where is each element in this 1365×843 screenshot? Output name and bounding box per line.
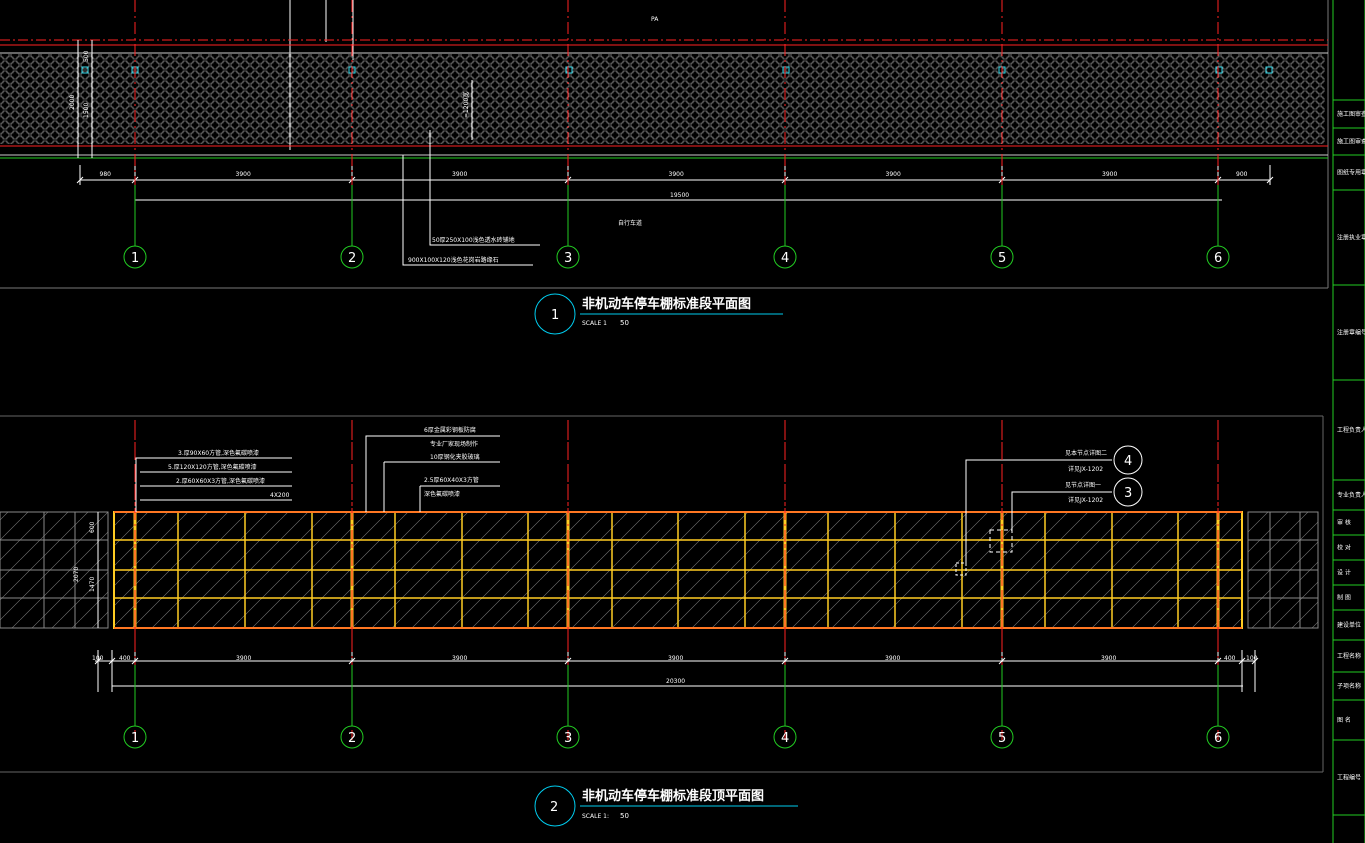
titleblock-label: 图纸专用章 xyxy=(1337,169,1365,177)
roof-dim: 100 xyxy=(92,655,104,662)
plan-dim: 3900 xyxy=(452,171,467,178)
roof-total-dim: 20300 xyxy=(666,678,685,685)
callout-3-num: 3 xyxy=(1124,486,1132,501)
roof-axis-label: 1 xyxy=(131,731,139,746)
titleblock-label: 设 计 xyxy=(1337,569,1351,577)
titleblock-label: 校 对 xyxy=(1337,544,1351,552)
roof-note-mid-3: 10厚钢化夹胶玻璃 xyxy=(430,453,480,461)
plan-axis-bubble xyxy=(556,245,580,269)
plan-axis-bubble xyxy=(990,245,1014,269)
titleblock-label: 审 核 xyxy=(1337,519,1351,527)
roof-axis-bubble xyxy=(556,725,580,749)
roof-note-mid-5: 深色氟碳喷漆 xyxy=(424,490,460,498)
plan-total-dim: 19500 xyxy=(670,192,689,199)
plan-dim: 3900 xyxy=(236,171,251,178)
titleblock-label: 子项名称 xyxy=(1337,682,1361,690)
roof-title-num: 2 xyxy=(550,800,558,815)
titleblock-label: 图 名 xyxy=(1337,716,1351,724)
plan-title-circle xyxy=(534,293,576,335)
plan-scale-label: SCALE 1 xyxy=(582,320,607,327)
plan-title: 非机动车停车棚标准段平面图 xyxy=(582,296,751,312)
plan-top-label: PA xyxy=(651,16,659,23)
plan-axis-bubble xyxy=(340,245,364,269)
roof-note-left-4: 4X200 xyxy=(270,492,290,499)
roof-dim: 3900 xyxy=(236,655,251,662)
plan-axis-bubble xyxy=(773,245,797,269)
roof-axis-bubble xyxy=(340,725,364,749)
plan-left-dim-1: 2000 xyxy=(69,95,76,110)
roof-dim: 400 xyxy=(119,655,131,662)
roof-note-mid-2: 专业厂家现场制作 xyxy=(430,440,478,448)
roof-note-mid-4: 2.5厚60X40X3方管 xyxy=(424,476,479,484)
titleblock-label: 建设单位 xyxy=(1337,621,1361,629)
roof-axis-bubble xyxy=(1206,725,1230,749)
plan-center-note: 自行车道 xyxy=(618,219,642,227)
plan-left-dim-2: 500 xyxy=(83,50,90,62)
roof-dim: 3900 xyxy=(885,655,900,662)
plan-axis-bubble xyxy=(123,245,147,269)
plan-axis-label: 2 xyxy=(348,251,356,266)
titleblock-label: 施工图审查 xyxy=(1337,110,1365,118)
roof-note-left-2: 5.厚120X120方管,深色氟碳喷漆 xyxy=(168,463,257,471)
roof-axis-bubble xyxy=(123,725,147,749)
callout-4-text: 见本节点详图二 xyxy=(1065,449,1107,457)
callout-4-num: 4 xyxy=(1124,454,1132,469)
plan-dim: 3900 xyxy=(1102,171,1117,178)
roof-scale-value: 50 xyxy=(620,812,629,820)
plan-axis-label: 5 xyxy=(998,251,1006,266)
roof-left-dim-3: 600 xyxy=(89,521,96,533)
plan-dim: 3900 xyxy=(669,171,684,178)
plan-dim: 980 xyxy=(100,171,112,178)
paving-pattern xyxy=(0,54,1325,144)
titleblock-label: 制 图 xyxy=(1337,594,1351,602)
titleblock-label: 注册执业章 xyxy=(1337,234,1365,242)
titleblock-label: 专业负责人 xyxy=(1337,491,1365,499)
roof-axis-label: 4 xyxy=(781,731,789,746)
roof-axis-bubble xyxy=(773,725,797,749)
roof-left-dim-2: 1470 xyxy=(89,577,96,592)
plan-axis-label: 6 xyxy=(1214,251,1222,266)
roof-axis-label: 3 xyxy=(564,731,572,746)
plan-note-2: 900X100X120浅色花岗岩路缘石 xyxy=(408,256,499,264)
roof-title: 非机动车停车棚标准段顶平面图 xyxy=(582,788,764,804)
roof-dim: 3900 xyxy=(452,655,467,662)
plan-dim: 900 xyxy=(1236,171,1248,178)
roof-axis-label: 2 xyxy=(348,731,356,746)
callout-3-text: 见节点详图一 xyxy=(1065,481,1101,489)
roof-dim: 400 xyxy=(1224,655,1236,662)
roof-dim: 3900 xyxy=(668,655,683,662)
plan-axis-label: 3 xyxy=(564,251,572,266)
plan-title-num: 1 xyxy=(551,308,559,323)
roof-title-circle xyxy=(534,785,576,827)
roof-view: 2070 1470 600 3.厚90X60方管,深色氟碳喷漆 5.厚120X1… xyxy=(0,415,1324,827)
roof-note-left-3: 2.厚60X60X3方管,深色氟碳喷漆 xyxy=(176,477,265,485)
titleblock-label: 工程负责人 xyxy=(1337,426,1365,434)
plan-scale-value: 50 xyxy=(620,319,629,327)
plan-section-mark: =1200宽 xyxy=(462,92,470,118)
plan-dim: 3900 xyxy=(886,171,901,178)
plan-axis-bubble xyxy=(1206,245,1230,269)
titleblock-label: 注册章编号 xyxy=(1337,329,1365,337)
plan-view: PA xyxy=(0,0,1329,335)
roof-left-dim-1: 2070 xyxy=(73,567,80,582)
roof-dim: 3900 xyxy=(1101,655,1116,662)
plan-axis-label: 4 xyxy=(781,251,789,266)
titleblock-label: 工程编号 xyxy=(1337,774,1361,782)
roof-axis-label: 6 xyxy=(1214,731,1222,746)
roof-axis-bubble xyxy=(990,725,1014,749)
roof-dim: 100 xyxy=(1246,655,1258,662)
callout-4-ref: 详见JX-1202 xyxy=(1068,465,1103,473)
titleblock-label: 施工图审查 xyxy=(1337,138,1365,146)
callout-3-ref: 详见JX-1202 xyxy=(1068,496,1103,504)
roof-note-mid-1: 6厚金属彩钢板防腐 xyxy=(424,426,476,434)
plan-note-1: 50厚250X100浅色透水砖铺地 xyxy=(432,236,515,244)
plan-left-dim-3: 1500 xyxy=(83,103,90,118)
roof-scale-label: SCALE 1: xyxy=(582,813,609,820)
roof-axis-label: 5 xyxy=(998,731,1006,746)
plan-axis-label: 1 xyxy=(131,251,139,266)
titleblock-label: 工程名称 xyxy=(1337,652,1361,660)
roof-note-left-1: 3.厚90X60方管,深色氟碳喷漆 xyxy=(178,449,259,457)
